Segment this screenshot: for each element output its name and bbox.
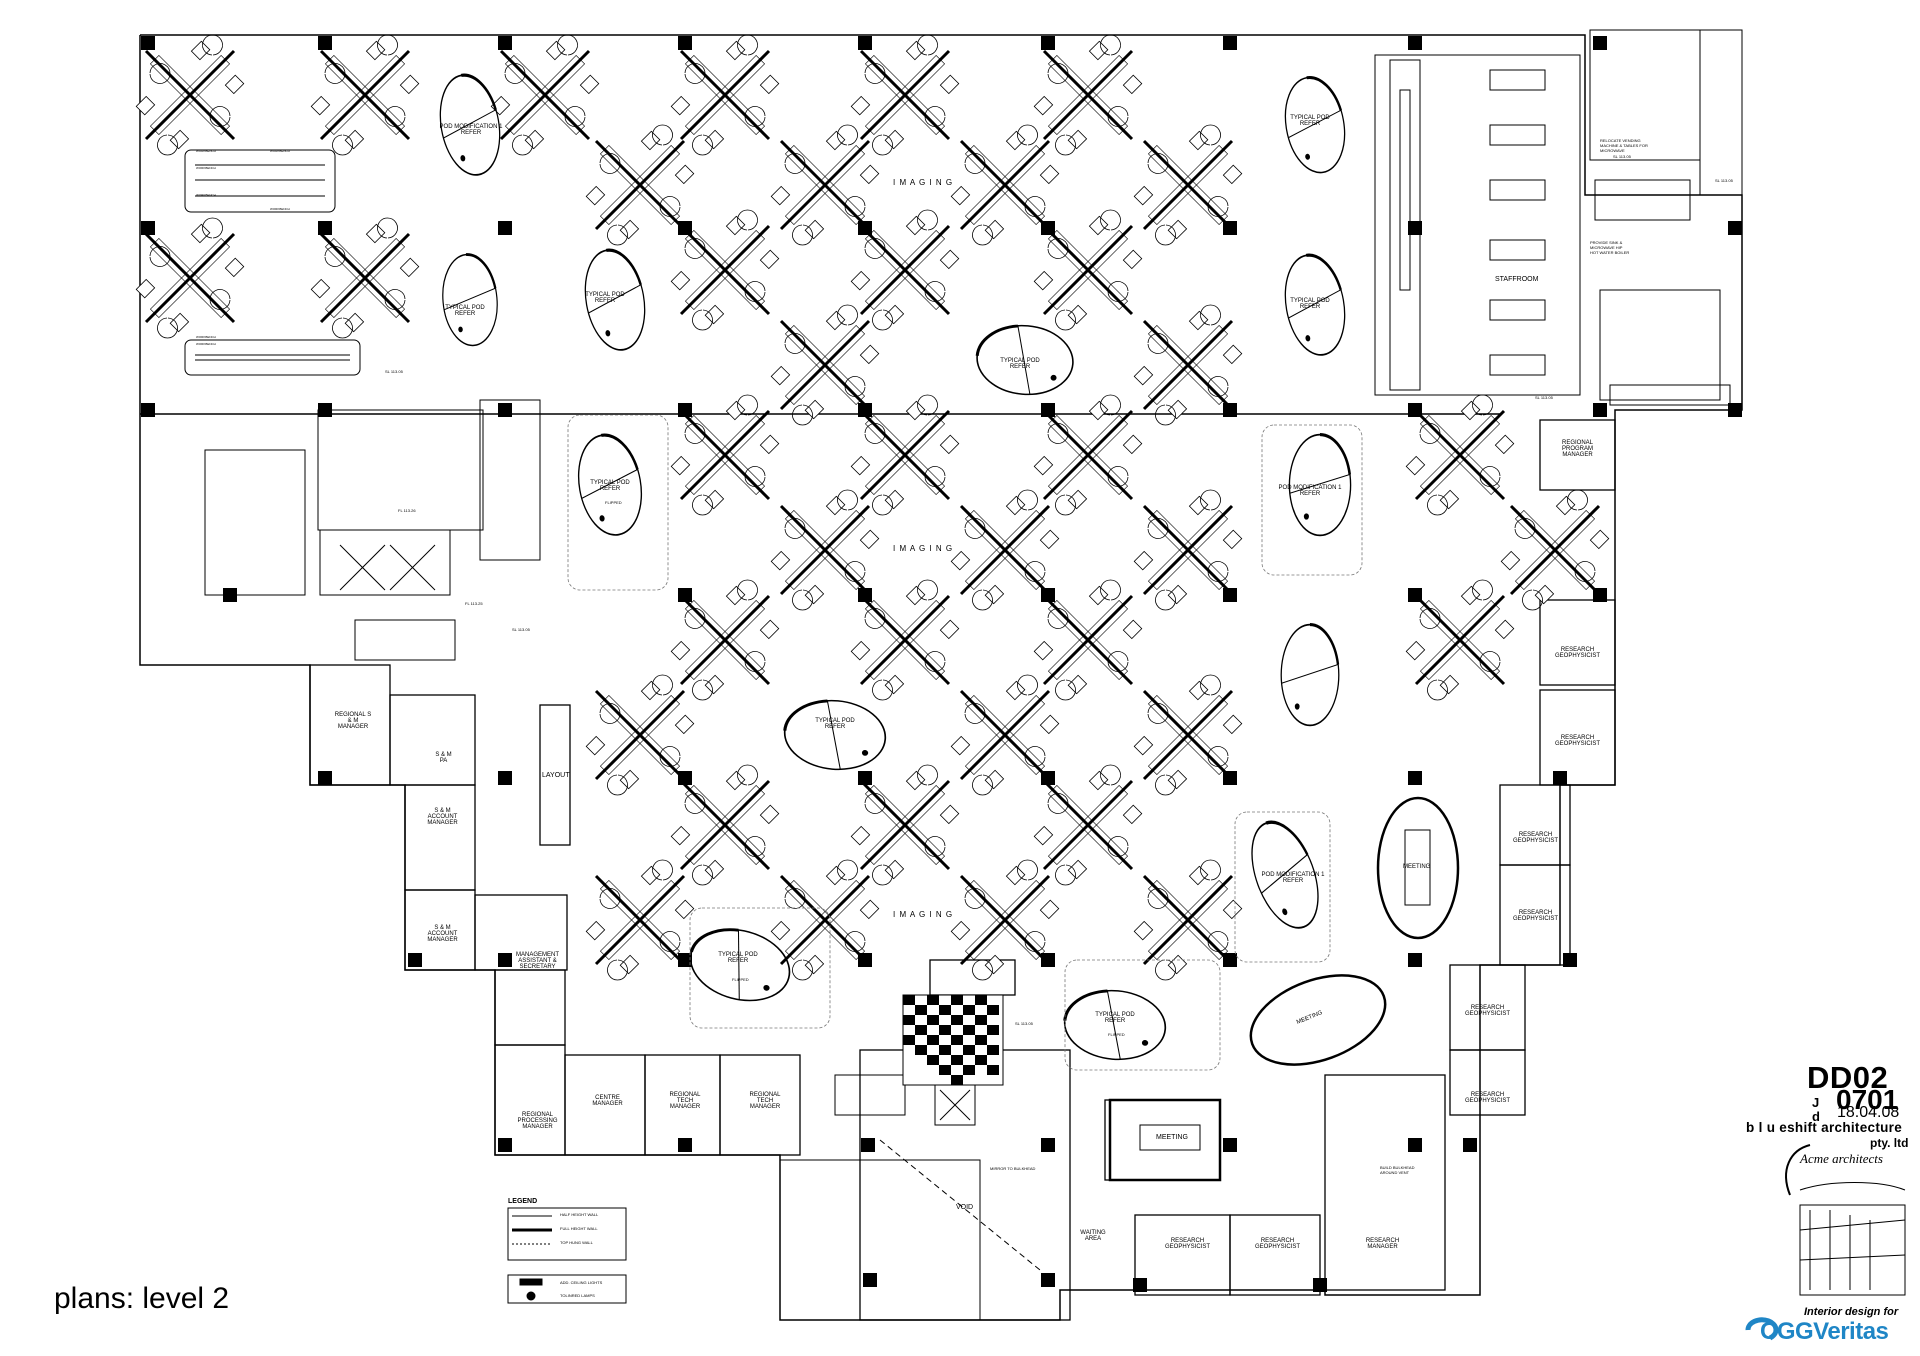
pod-label: TYPICAL POD REFER: [1000, 358, 1040, 370]
pod-label: TYPICAL POD REFER: [718, 952, 758, 964]
pod-label: POD MODIFICATION 1 REFER: [1261, 872, 1325, 884]
note-label: SL 113.05: [385, 369, 403, 374]
date-label: d: [1812, 1109, 1820, 1124]
pod-label: TYPICAL POD REFER: [445, 305, 485, 317]
stairs-void: [354, 619, 1041, 1321]
client-logo-text: CGGVeritas: [1760, 1318, 1889, 1345]
note-label: SL 113.05: [1715, 178, 1733, 183]
note-label: WORKBENCH: [196, 335, 216, 339]
office-label: RESEARCH GEOPHYSICIST: [1164, 1238, 1210, 1250]
note-label: WORKBENCH: [270, 207, 290, 211]
layout-label: LAYOUT: [542, 772, 570, 779]
pod-label: FLIPPED: [732, 977, 749, 982]
office-label: RESEARCH GEOPHYSICIST: [1512, 832, 1558, 844]
issue-date: 18.04.08: [1837, 1104, 1900, 1121]
note-label: FL 113.25: [465, 601, 483, 606]
meeting-label-1: MEETING: [1403, 864, 1431, 870]
staffroom-label: STAFFROOM: [1495, 276, 1539, 283]
workbench-zone: [184, 149, 361, 376]
office-label: REGIONAL PROCESSING MANAGER: [517, 1112, 558, 1130]
office-label: S & M PA: [435, 752, 452, 764]
imaging-label-3: I M A G I N G: [893, 910, 954, 919]
note-label: WORKBENCH: [196, 342, 216, 346]
void-label: VOID: [956, 1204, 974, 1211]
office-label: S & M ACCOUNT MANAGER: [427, 808, 458, 826]
architect-suffix: pty. ltd: [1870, 1136, 1909, 1150]
interior-design-label: Interior design for: [1804, 1306, 1899, 1318]
meeting-rooms: [1108, 796, 1460, 1182]
waiting-area-label: WAITING AREA: [1080, 1230, 1106, 1242]
office-label: CENTRE MANAGER: [592, 1095, 623, 1107]
note-label: PROVIDE SINK & MICROWAVE HIP HOT WATER B…: [1590, 240, 1630, 255]
office-label: REGIONAL TECH MANAGER: [669, 1092, 701, 1110]
job-label: J: [1812, 1095, 1820, 1110]
office-label: RESEARCH GEOPHYSICIST: [1464, 1005, 1510, 1017]
meeting-label-3: MEETING: [1156, 1134, 1188, 1141]
imaging-label-2: I M A G I N G: [893, 544, 954, 553]
pod-label: POD MODIFICATION 1 REFER: [439, 124, 503, 136]
pod-label: TYPICAL POD REFER: [815, 718, 855, 730]
office-label: RESEARCH GEOPHYSICIST: [1554, 647, 1600, 659]
staffroom-tables: [1489, 69, 1546, 376]
layout-table: [539, 704, 571, 846]
acme-logo: [1785, 1144, 1906, 1296]
note-label: WORKBENCH: [196, 193, 216, 197]
office-label: S & M ACCOUNT MANAGER: [427, 925, 458, 943]
imaging-label-1: I M A G I N G: [893, 178, 954, 187]
right-offices: [859, 419, 1616, 1321]
legend-item: HALF HEIGHT WALL: [560, 1212, 599, 1217]
office-label: RESEARCH GEOPHYSICIST: [1554, 735, 1600, 747]
left-offices: [309, 664, 801, 1156]
note-label: SL 113.05: [1015, 1021, 1033, 1026]
office-label: RESEARCH MANAGER: [1365, 1238, 1400, 1250]
note-label: BUILD BULKHEAD AROUND VENT: [1380, 1165, 1415, 1175]
note-label: SL 113.05: [1613, 154, 1631, 159]
legend-item: TOLINRED LAMPS: [560, 1293, 595, 1298]
legend-item: FULL HEIGHT WALL: [560, 1226, 598, 1231]
pod-label: TYPICAL POD REFER: [1095, 1012, 1135, 1024]
co-architect-name: Acme architects: [1800, 1151, 1883, 1166]
pod-label: FLIPPED: [1108, 1032, 1125, 1037]
cgg-logo-swoosh: [1745, 1317, 1779, 1341]
note-label: FL 113.26: [398, 508, 416, 513]
office-label: REGIONAL TECH MANAGER: [749, 1092, 781, 1110]
note-label: SL 113.05: [1535, 395, 1553, 400]
service-core: [204, 399, 541, 661]
note-label: MIRROR TO BULKHEAD: [990, 1166, 1036, 1171]
legend-item: TOP HUNG WALL: [560, 1240, 593, 1245]
pod-label: POD MODIFICATION 1 REFER: [1278, 485, 1342, 497]
pod-label: TYPICAL POD REFER: [585, 292, 625, 304]
note-label: SL 113.05: [512, 627, 530, 632]
office-label: RESEARCH GEOPHYSICIST: [1512, 910, 1558, 922]
pod-label: TYPICAL POD REFER: [590, 480, 630, 492]
pod-label: FLIPPED: [605, 500, 622, 505]
legend-box: [507, 1207, 627, 1304]
ceiling-light-grid: [902, 994, 1004, 1086]
staffroom-area: [1374, 29, 1743, 406]
office-label: RESEARCH GEOPHYSICIST: [1254, 1238, 1300, 1250]
office-label: REGIONAL PROGRAM MANAGER: [1561, 440, 1593, 458]
note-label: WORKBENCH: [196, 166, 216, 170]
legend-title: LEGEND: [508, 1198, 538, 1205]
architect-name: b l u eshift architecture: [1746, 1120, 1903, 1135]
sheet-number: 0701: [1836, 1084, 1899, 1115]
note-label: WORKBENCH: [270, 149, 290, 153]
workstation-clusters: [134, 33, 1611, 982]
office-label: RESEARCH GEOPHYSICIST: [1464, 1092, 1510, 1104]
pod-label: TYPICAL POD REFER: [1290, 298, 1330, 310]
legend-item: ADD. CEILING LIGHTS: [560, 1280, 603, 1285]
office-label: REGIONAL S & M MANAGER: [334, 712, 372, 730]
pod-enclosures: [567, 414, 1363, 1071]
note-label: RELOCATE VENDING MACHINE & TABLES FOR MI…: [1600, 138, 1648, 153]
drawing-number: DD02: [1807, 1060, 1889, 1095]
office-label: MANAGEMENT ASSISTANT & SECRETARY: [515, 952, 559, 970]
pod-label: TYPICAL POD REFER: [1290, 115, 1330, 127]
plan-caption: plans: level 2: [54, 1282, 230, 1315]
note-label: WORKBENCH: [196, 149, 216, 153]
